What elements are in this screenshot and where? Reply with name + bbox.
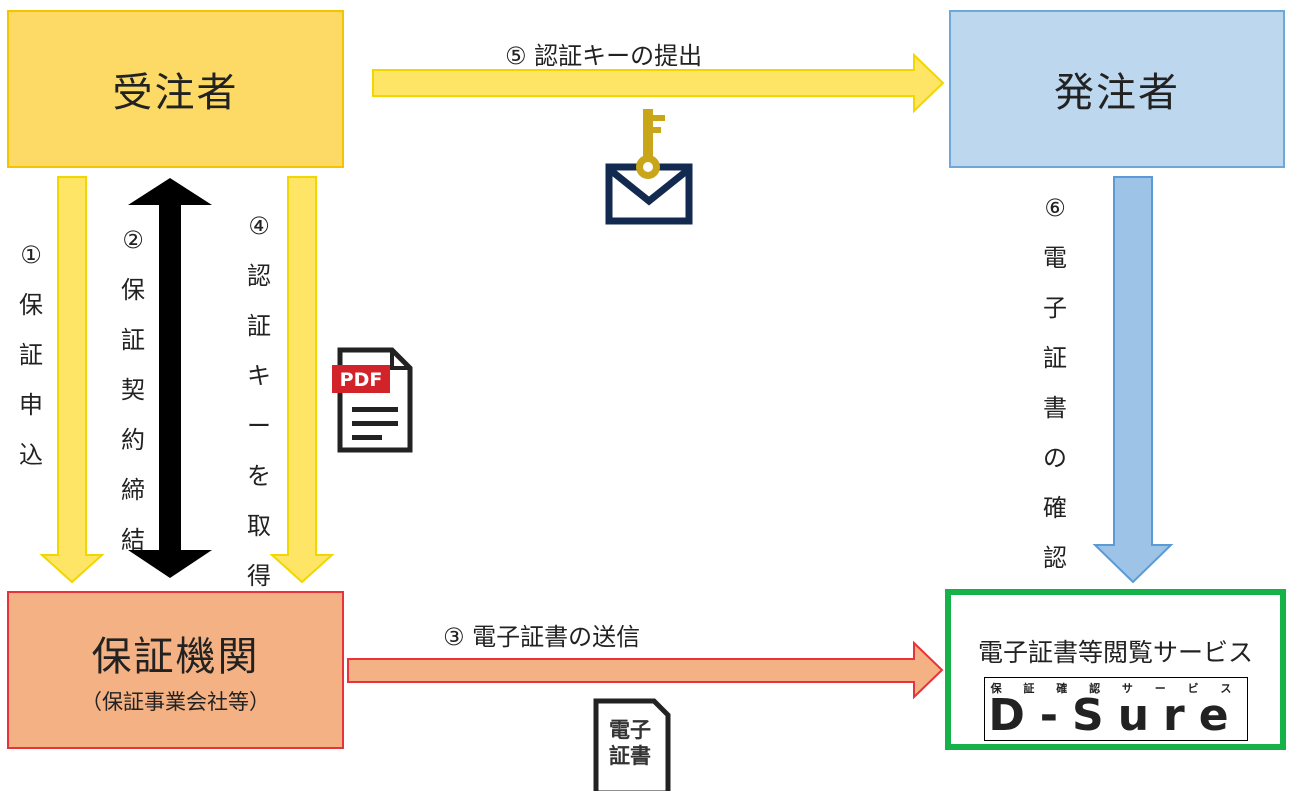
guarantor-sublabel: （保証事業会社等）: [81, 690, 270, 714]
step2-char: 証: [121, 326, 145, 354]
step4-char: ④: [248, 212, 270, 240]
step4-char: を: [247, 462, 271, 490]
certificate-document-icon: 電子 証書: [593, 698, 671, 791]
pdf-document-icon: PDF: [332, 347, 413, 453]
arrow-step5: [372, 52, 945, 114]
step1-label: ① 保 証 申 込: [19, 243, 43, 493]
step4-char: 認: [247, 262, 271, 290]
pdf-label: PDF: [340, 369, 383, 391]
step4-label: ④ 認 証 キ ー を 取 得: [247, 214, 271, 614]
step1-char: 込: [19, 441, 43, 469]
guarantor-label: 保証機関: [91, 634, 260, 680]
arrow-step1: [39, 176, 105, 584]
step6-label: ⑥ 電 子 証 書 の 確 認: [1043, 196, 1067, 596]
orderer-label: 発注者: [1054, 70, 1180, 116]
logo-tagline: 保 証 確 認 サ ー ビ ス: [990, 682, 1241, 695]
step1-char: 保: [19, 291, 43, 319]
step4-char: 取: [247, 512, 271, 540]
arrow-step3: [347, 640, 944, 700]
step6-char: の: [1043, 444, 1067, 472]
step1-char: 証: [19, 341, 43, 369]
orderer-box: 発注者: [949, 10, 1285, 168]
step2-char: ②: [122, 226, 144, 254]
arrow-step2: [128, 178, 212, 578]
step1-char: ①: [20, 241, 42, 269]
step6-char: ⑥: [1044, 194, 1066, 222]
guarantor-box: 保証機関 （保証事業会社等）: [7, 591, 344, 749]
service-label: 電子証書等閲覧サービス: [977, 638, 1253, 667]
step2-char: 締: [121, 476, 145, 504]
step2-label: ② 保 証 契 約 締 結: [121, 228, 145, 578]
step6-char: 子: [1043, 294, 1067, 322]
step4-char: 得: [247, 562, 271, 590]
arrow-step6: [1092, 176, 1174, 584]
step4-char: 証: [247, 312, 271, 340]
cert-line1: 電子: [609, 718, 651, 742]
dsure-service-box: 電子証書等閲覧サービス 保 証 確 認 サ ー ビ ス D-Sure: [945, 589, 1286, 750]
contractor-label: 受注者: [112, 70, 239, 116]
step1-char: 申: [19, 391, 43, 419]
logo-name: D-Sure: [988, 690, 1243, 741]
step6-char: 認: [1043, 544, 1067, 572]
step2-char: 保: [121, 276, 145, 304]
step2-char: 約: [121, 426, 145, 454]
step4-char: ー: [247, 412, 271, 440]
dsure-logo: 保 証 確 認 サ ー ビ ス D-Sure: [983, 677, 1248, 741]
arrow-step4: [269, 176, 335, 584]
step6-char: 確: [1043, 494, 1067, 522]
contractor-box: 受注者: [7, 10, 344, 168]
key-envelope-icon: [605, 109, 693, 225]
step6-char: 電: [1043, 244, 1067, 272]
step5-label: ⑤ 認証キーの提出: [505, 42, 703, 70]
step6-char: 証: [1043, 344, 1067, 372]
step6-char: 書: [1043, 394, 1067, 422]
cert-line2: 証書: [609, 744, 651, 768]
step2-char: 結: [121, 526, 145, 554]
step3-label: ③ 電子証書の送信: [443, 623, 641, 651]
step2-char: 契: [121, 376, 145, 404]
step4-char: キ: [247, 362, 271, 390]
